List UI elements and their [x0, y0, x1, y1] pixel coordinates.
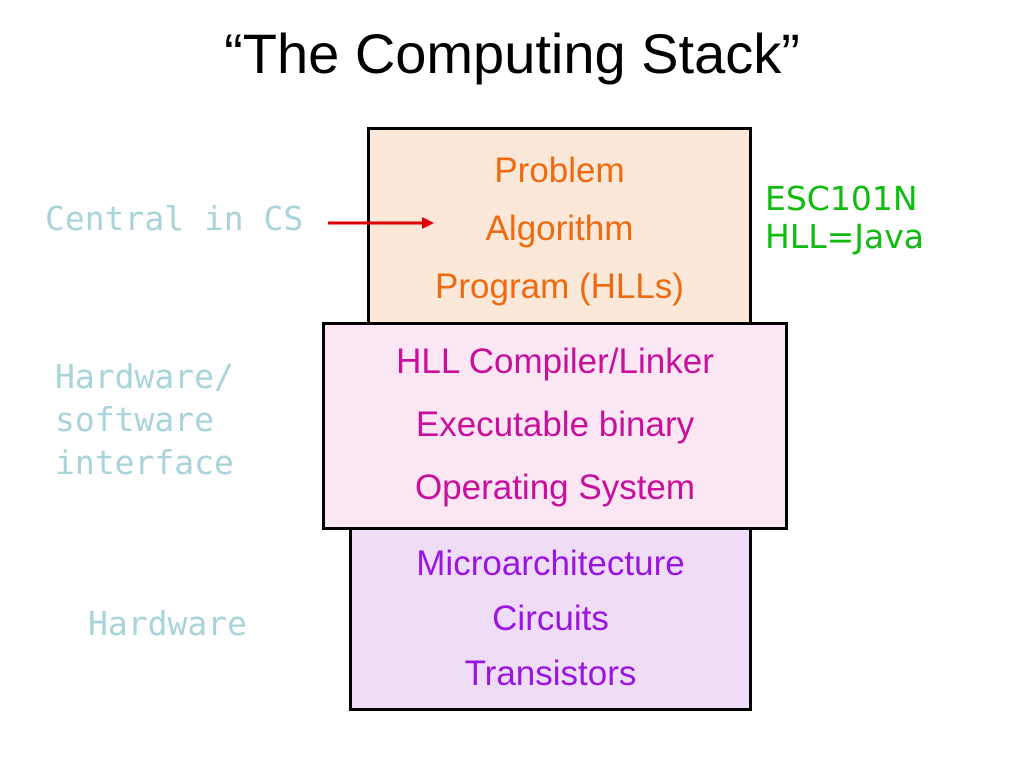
stack-item-executable-binary: Executable binary	[415, 404, 695, 444]
stack-layer-software: Problem Algorithm Program (HLLs)	[367, 127, 752, 327]
stack-item-compiler-linker: HLL Compiler/Linker	[396, 342, 714, 382]
label-line: Hardware/	[55, 357, 234, 396]
course-code: ESC101N	[765, 179, 918, 218]
stack-layer-interface: HLL Compiler/Linker Executable binary Op…	[322, 322, 788, 530]
stack-item-problem: Problem	[494, 150, 625, 190]
stack-item-program: Program (HLLs)	[435, 266, 684, 306]
label-hardware: Hardware	[88, 604, 247, 643]
stack-item-operating-system: Operating System	[414, 467, 696, 507]
stack-layer-hardware: Microarchitecture Circuits Transistors	[349, 525, 752, 711]
stack-item-algorithm: Algorithm	[485, 208, 634, 248]
arrow-icon	[328, 217, 434, 229]
course-note: ESC101N HLL=Java	[765, 180, 924, 256]
slide-title: “The Computing Stack”	[224, 22, 800, 85]
label-central-in-cs: Central in CS	[45, 199, 304, 238]
label-line: software	[55, 399, 214, 439]
stack-item-circuits: Circuits	[492, 598, 609, 638]
stack-item-microarchitecture: Microarchitecture	[416, 543, 685, 583]
label-line: interface	[55, 442, 234, 482]
course-language: HLL=Java	[765, 216, 924, 256]
stack-item-transistors: Transistors	[464, 654, 637, 694]
label-hw-sw-interface: Hardware/ software interface	[55, 356, 234, 485]
